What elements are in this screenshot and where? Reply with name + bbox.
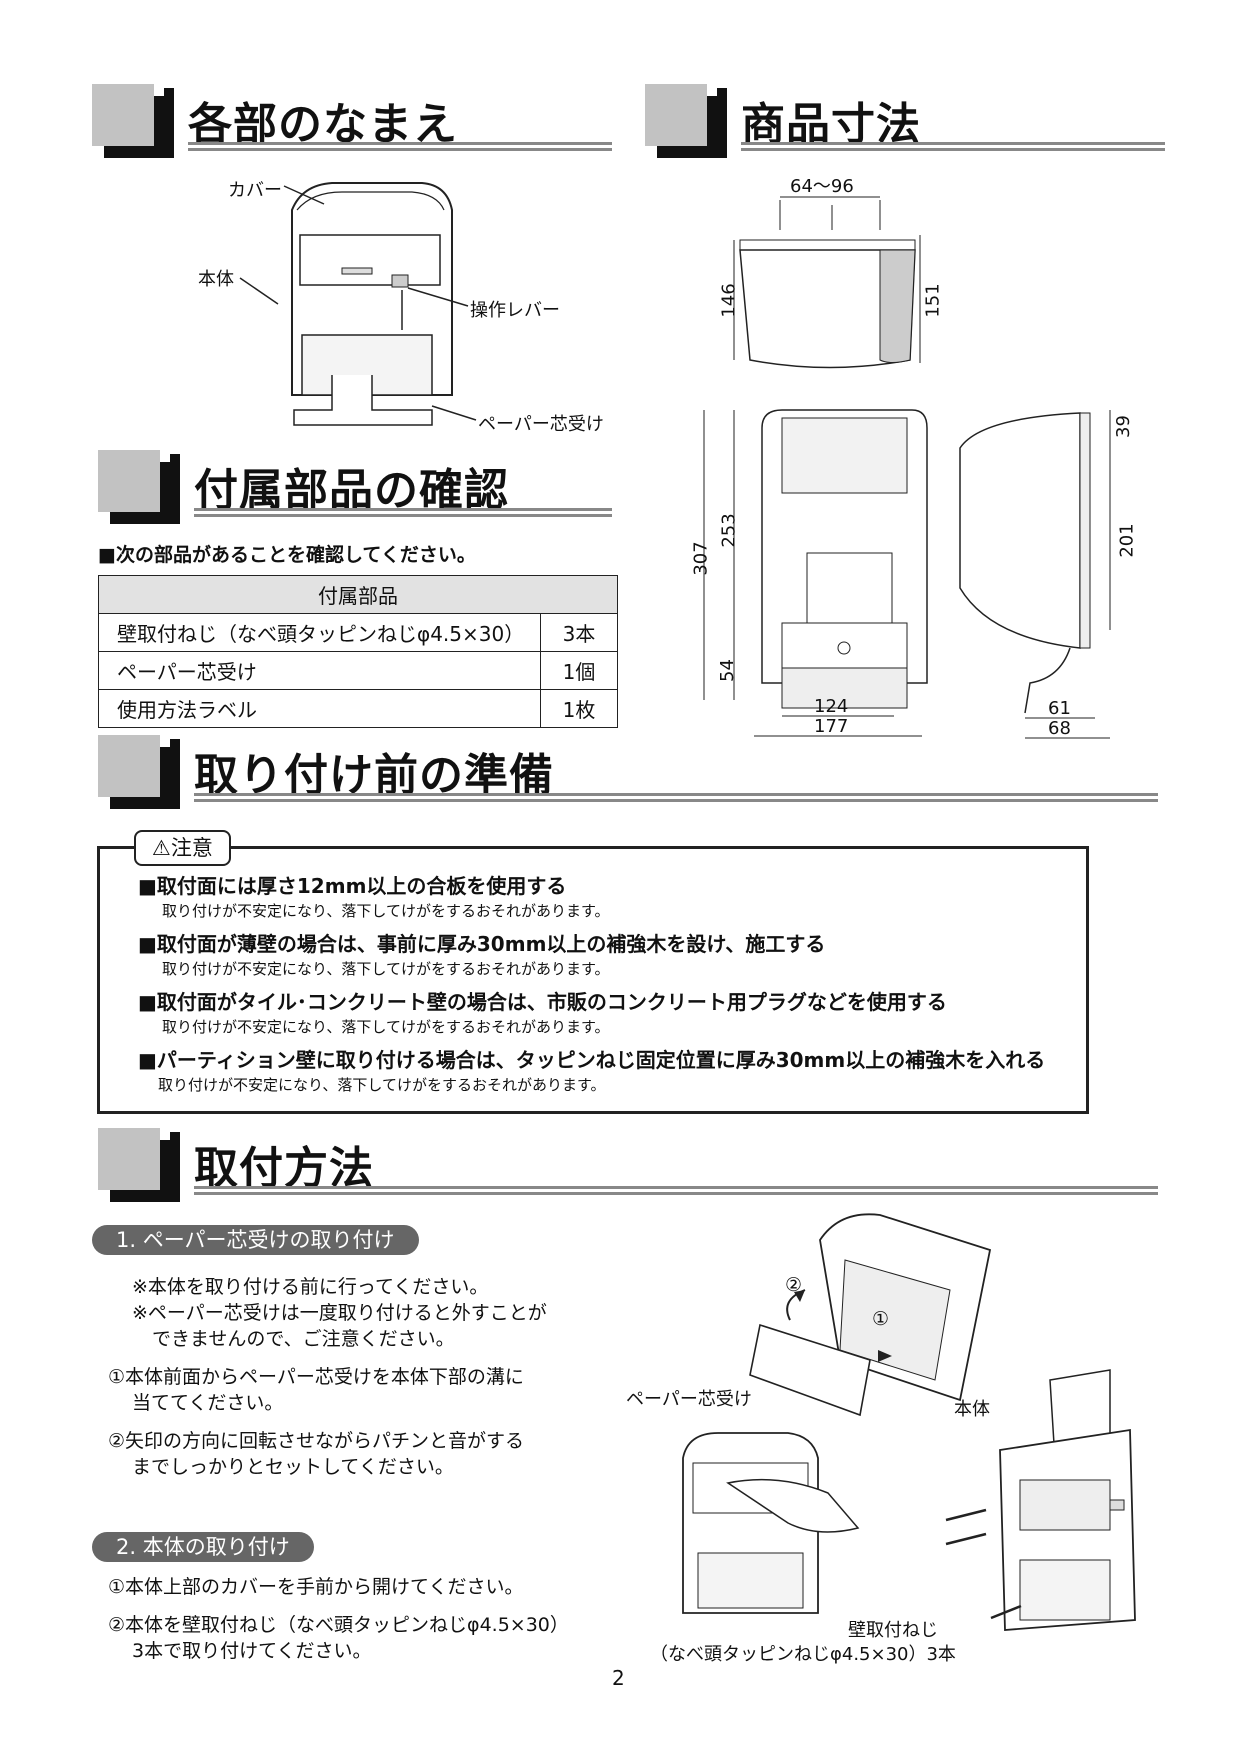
dim-124: 124 (814, 696, 849, 717)
step2-instruction1: ①本体上部のカバーを手前から開けてください。 (108, 1576, 524, 1598)
dim-arrows-side (1025, 410, 1111, 739)
dim-307: 307 (690, 541, 712, 576)
dim-253: 253 (718, 513, 740, 548)
step1-fig-number-1: ① (872, 1308, 890, 1330)
step1-title: 1. ペーパー芯受けの取り付け (92, 1225, 419, 1255)
step1-instruction2: ②矢印の方向に回転させながらパチンと音がする (108, 1430, 525, 1452)
section-header-accessories: 付属部品の確認 (98, 450, 612, 524)
step2-open-cover-illustration (682, 1432, 860, 1614)
leader-body (239, 277, 279, 305)
table-header: 付属部品 (98, 575, 618, 614)
dim-64-96: 64～96 (790, 176, 854, 197)
caution-item: ■取付面がタイル･コンクリート壁の場合は、市販のコンクリート用プラグなどを使用す… (138, 990, 947, 1014)
caution-note: 取り付けが不安定になり、落下してけがをするおそれがあります。 (162, 960, 610, 978)
step2-title: 2. 本体の取り付け (92, 1532, 314, 1562)
step1-fig-label-body: 本体 (954, 1399, 990, 1420)
caution-note: 取り付けが不安定になり、落下してけがをするおそれがあります。 (162, 902, 610, 920)
page-number: 2 (612, 1666, 625, 1690)
step1-note2: ※ペーパー芯受けは一度取り付けると外すことが (132, 1302, 547, 1324)
step2-mount-illustration (999, 1369, 1136, 1631)
section-header-dimensions: 商品寸法 (645, 84, 1165, 158)
dim-201: 201 (1116, 523, 1138, 558)
step2-screw-spec: （なべ頭タッピンねじφ4.5×30）3本 (650, 1644, 956, 1665)
step1-note1: ※本体を取り付ける前に行ってください。 (132, 1276, 489, 1298)
step2-screw-label: 壁取付ねじ (848, 1620, 938, 1641)
leader-paper-core (431, 405, 477, 421)
caution-item: ■パーティション壁に取り付ける場合は、タッピンねじ固定位置に厚み30mm以上の補… (138, 1048, 1046, 1072)
label-paper-core: ペーパー芯受け (478, 414, 604, 435)
caution-box (97, 846, 1089, 1114)
caution-note: 取り付けが不安定になり、落下してけがをするおそれがあります。 (162, 1018, 610, 1036)
dim-arrows-top (733, 196, 921, 363)
table-row: 壁取付ねじ（なべ頭タッピンねじφ4.5×30）3本 (98, 613, 618, 652)
step1-instruction1-cont: 当ててください。 (132, 1392, 284, 1414)
caution-item: ■取付面が薄壁の場合は、事前に厚み30mm以上の補強木を設け、施工する (138, 932, 826, 956)
screw-icon (945, 1508, 1022, 1620)
accessories-intro: ■次の部品があることを確認してください。 (98, 544, 476, 566)
dim-61: 61 (1048, 698, 1071, 719)
leader-cover (283, 185, 325, 205)
dimension-side-view (959, 412, 1091, 714)
step1-fig-number-2: ② (785, 1274, 803, 1296)
caution-note: 取り付けが不安定になり、落下してけがをするおそれがあります。 (158, 1076, 606, 1094)
label-body: 本体 (198, 269, 234, 290)
section-title: 取り付け前の準備 (194, 750, 554, 801)
dim-68: 68 (1048, 718, 1071, 739)
step1-instruction1: ①本体前面からペーパー芯受けを本体下部の溝に (108, 1366, 524, 1388)
dim-arrows-front (703, 410, 922, 737)
dim-151: 151 (922, 283, 944, 318)
caution-tag: ⚠注意 (134, 830, 231, 866)
step1-note2-cont: できませんので、ご注意ください。 (152, 1328, 455, 1350)
dim-39: 39 (1112, 415, 1134, 438)
section-title: 取付方法 (194, 1143, 374, 1194)
section-title: 各部のなまえ (188, 99, 458, 150)
step1-illustration (749, 1213, 992, 1417)
dimension-top-view (739, 200, 916, 369)
caution-item: ■取付面には厚さ12mm以上の合板を使用する (138, 874, 567, 898)
label-lever: 操作レバー (470, 300, 560, 321)
product-parts-illustration (291, 182, 453, 426)
section-title: 付属部品の確認 (194, 465, 509, 516)
step2-instruction2-cont: 3本で取り付けてください。 (132, 1640, 372, 1662)
section-header-installation: 取付方法 (98, 1128, 1158, 1202)
step1-fig-label-core: ペーパー芯受け (626, 1389, 752, 1410)
dim-146: 146 (718, 283, 740, 318)
section-header-preparation: 取り付け前の準備 (98, 735, 1158, 809)
dim-54: 54 (716, 659, 738, 682)
section-header-parts: 各部のなまえ (92, 84, 612, 158)
step1-instruction2-cont: までしっかりとセットしてください。 (132, 1456, 454, 1478)
leader-lever (407, 287, 469, 307)
dim-177: 177 (814, 716, 849, 737)
dimension-front-view (761, 409, 928, 709)
section-title: 商品寸法 (741, 99, 921, 150)
step2-instruction2: ②本体を壁取付ねじ（なべ頭タッピンねじφ4.5×30） (108, 1614, 569, 1636)
label-cover: カバー (228, 180, 282, 201)
